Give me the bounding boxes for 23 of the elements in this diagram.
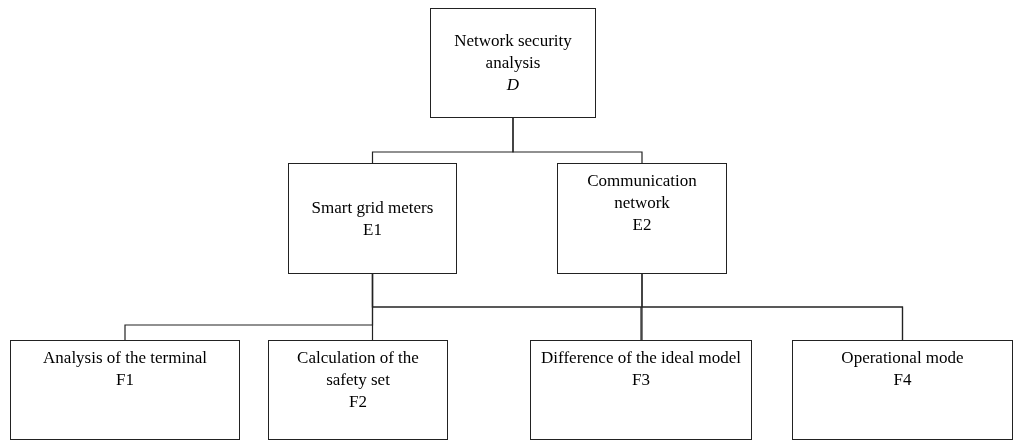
node-code: F2: [349, 391, 367, 413]
text-box: [557, 163, 727, 274]
text-box: [288, 163, 457, 274]
text-box: [792, 340, 1013, 440]
node-code: F4: [893, 369, 912, 391]
node-title: Smart grid meters: [311, 196, 434, 219]
connector-line: [641, 273, 904, 341]
node-code: E1: [363, 218, 382, 241]
node-code: F3: [632, 369, 650, 391]
node-code: D: [506, 74, 520, 96]
node-title: Difference of the ideal model: [541, 347, 741, 369]
node-title: Operational mode: [841, 347, 964, 369]
node-code: F1: [116, 369, 134, 391]
node-title: Network security analysis: [453, 30, 573, 74]
text-box: [10, 340, 240, 440]
node-title: Communication network: [586, 170, 698, 214]
node-code: E2: [632, 214, 652, 236]
node-title: Calculation of the safety set: [296, 347, 420, 391]
node-title: Analysis of the terminal: [43, 347, 207, 369]
text-box: [530, 340, 752, 440]
text-box: [268, 340, 448, 440]
connector-line: [512, 117, 643, 164]
text-box: [430, 8, 596, 118]
